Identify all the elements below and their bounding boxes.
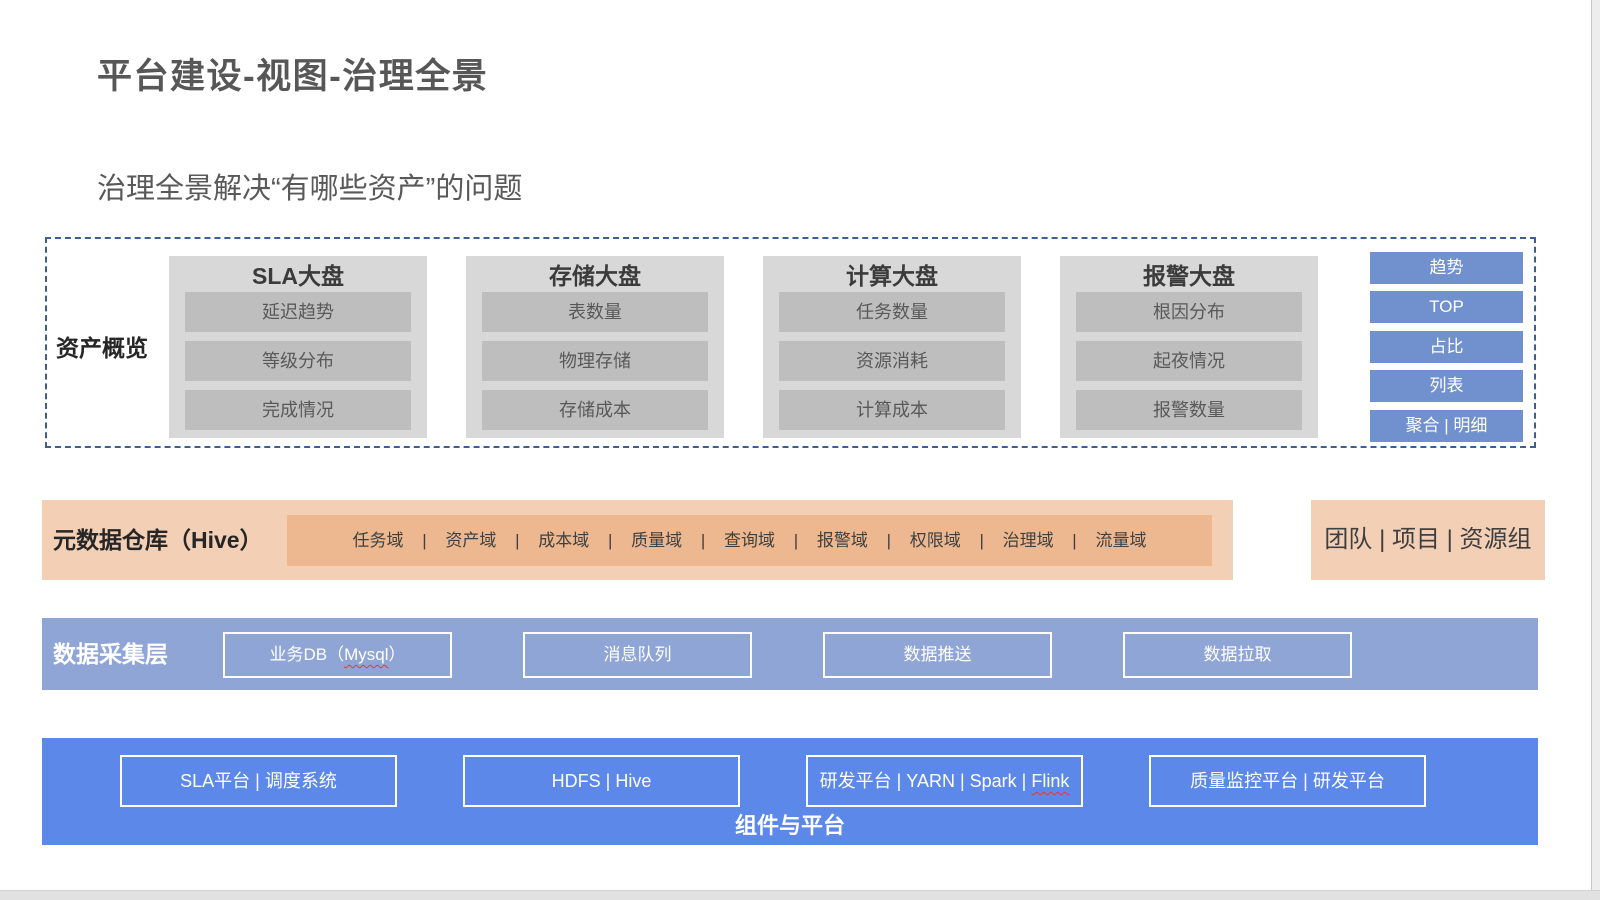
card-title: SLA大盘: [252, 263, 344, 289]
view-mode-list: 列表: [1370, 370, 1523, 402]
asset-overview-label: 资产概览: [56, 335, 148, 361]
dev-yarn-spark-flink-box: 研发平台 | YARN | Spark | Flink: [806, 755, 1083, 807]
box-text: 研发平台 | YARN | Spark |: [819, 771, 1032, 791]
metadata-warehouse-label: 元数据仓库（Hive）: [53, 527, 263, 553]
components-platform-bar: SLA平台 | 调度系统 HDFS | Hive 研发平台 | YARN | S…: [42, 738, 1538, 845]
card-title: 存储大盘: [549, 263, 641, 289]
card-metric: 报警数量: [1076, 390, 1302, 430]
page-subtitle: 治理全景解决“有哪些资产”的问题: [97, 173, 523, 205]
card-title: 报警大盘: [1143, 263, 1235, 289]
card-metric: 根因分布: [1076, 292, 1302, 332]
components-platform-label: 组件与平台: [734, 813, 845, 838]
business-db-box: 业务DB（Mysql）: [223, 632, 452, 678]
spellcheck-underline: Mysql: [344, 645, 389, 664]
card-metric: 表数量: [482, 292, 708, 332]
viewport-right-edge: [1591, 0, 1600, 890]
viewport-bottom-edge: [0, 890, 1600, 900]
compute-dashboard-card: 计算大盘 任务数量 资源消耗 计算成本: [763, 256, 1021, 438]
storage-dashboard-card: 存储大盘 表数量 物理存储 存储成本: [466, 256, 724, 438]
metadata-domains-bar: 任务域 | 资产域 | 成本域 | 质量域 | 查询域 | 报警域 | 权限域 …: [287, 515, 1212, 566]
card-metric: 起夜情况: [1076, 341, 1302, 381]
quality-monitor-box: 质量监控平台 | 研发平台: [1149, 755, 1426, 807]
data-collection-label: 数据采集层: [53, 641, 168, 667]
message-queue-box: 消息队列: [523, 632, 752, 678]
data-pull-box: 数据拉取: [1123, 632, 1352, 678]
data-push-box: 数据推送: [823, 632, 1052, 678]
card-metric: 完成情况: [185, 390, 411, 430]
card-metric: 任务数量: [779, 292, 1005, 332]
team-project-resource-box: 团队 | 项目 | 资源组: [1311, 500, 1545, 580]
metadata-warehouse-bar: 元数据仓库（Hive） 任务域 | 资产域 | 成本域 | 质量域 | 查询域 …: [42, 500, 1233, 580]
card-metric: 物理存储: [482, 341, 708, 381]
box-text: 业务DB（: [269, 645, 345, 664]
box-text: ）: [388, 645, 406, 664]
page-title: 平台建设-视图-治理全景: [97, 57, 489, 96]
sla-scheduler-box: SLA平台 | 调度系统: [120, 755, 397, 807]
view-mode-top: TOP: [1370, 291, 1523, 323]
sla-dashboard-card: SLA大盘 延迟趋势 等级分布 完成情况: [169, 256, 427, 438]
alert-dashboard-card: 报警大盘 根因分布 起夜情况 报警数量: [1060, 256, 1318, 438]
asset-overview-section: 资产概览 SLA大盘 延迟趋势 等级分布 完成情况 存储大盘 表数量 物理存储 …: [45, 237, 1536, 448]
card-metric: 计算成本: [779, 390, 1005, 430]
data-collection-bar: 数据采集层 业务DB（Mysql） 消息队列 数据推送 数据拉取: [42, 618, 1538, 690]
hdfs-hive-box: HDFS | Hive: [463, 755, 740, 807]
card-metric: 存储成本: [482, 390, 708, 430]
card-metric: 等级分布: [185, 341, 411, 381]
view-mode-ratio: 占比: [1370, 331, 1523, 363]
view-mode-agg-detail: 聚合 | 明细: [1370, 410, 1523, 442]
card-metric: 延迟趋势: [185, 292, 411, 332]
card-metric: 资源消耗: [779, 341, 1005, 381]
view-mode-trend: 趋势: [1370, 252, 1523, 284]
spellcheck-underline: Flink: [1031, 771, 1070, 791]
card-title: 计算大盘: [846, 263, 938, 289]
